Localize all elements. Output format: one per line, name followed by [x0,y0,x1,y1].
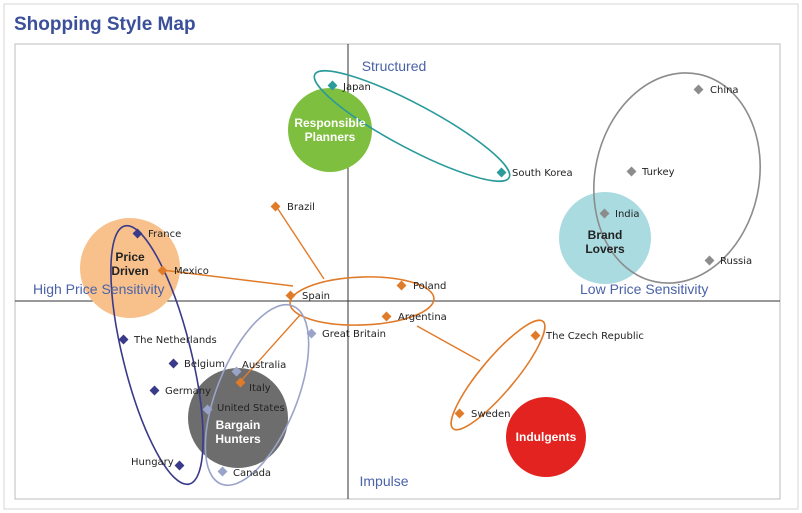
label-argentina: Argentina [398,312,447,323]
country-labels: Japan South Korea China Turkey India Rus… [131,82,752,479]
label-spain: Spain [302,291,330,302]
label-united-states: United States [217,403,285,414]
marker-great-britain [306,328,317,339]
price-driven-cluster-ellipse [110,224,204,486]
label-russia: Russia [720,256,752,267]
brand-lovers-circle [559,192,651,284]
label-mexico: Mexico [174,266,209,277]
responsible-label-line2: Planners [305,130,356,144]
label-germany: Germany [165,386,211,397]
marker-sweden [454,408,465,419]
bargain-cluster-ellipse [204,303,310,487]
label-south-korea: South Korea [512,168,573,179]
marker-germany [149,385,160,396]
label-brazil: Brazil [287,202,315,213]
impulse-cluster-ellipse [450,319,546,431]
marker-russia [704,255,715,266]
marker-hungary [174,460,185,471]
price-label-line2: Driven [111,264,148,278]
segment-labels: Responsible Planners Brand Lovers Price … [111,116,625,446]
label-czech-republic: The Czech Republic [545,331,644,342]
marker-india [599,208,610,219]
bargain-hunters-circle [188,368,288,468]
marker-brazil [270,201,281,212]
label-india: India [615,209,640,220]
label-australia: Australia [242,360,286,371]
marker-belgium [168,358,179,369]
label-hungary: Hungary [131,457,174,468]
label-japan: Japan [342,82,371,93]
marker-united-states [202,404,213,415]
marker-poland [396,280,407,291]
page-title: Shopping Style Map [14,14,196,35]
label-italy: Italy [249,383,271,394]
structured-cluster-ellipse [313,70,511,182]
brand-label-line1: Brand [588,228,623,242]
price-label-line1: Price [115,250,145,264]
marker-australia [231,366,242,377]
indulgents-circle [506,397,586,477]
label-china: China [710,85,739,96]
bargain-label-line2: Hunters [215,432,261,446]
outer-border [3,3,799,510]
axis-label-top: Structured [362,58,427,74]
low-sensitivity-cluster-ellipse [593,72,761,284]
marker-italy [235,377,246,388]
label-sweden: Sweden [471,409,511,420]
label-canada: Canada [233,468,271,479]
label-belgium: Belgium [184,359,225,370]
label-france: France [148,229,181,240]
bargain-label-line1: Bargain [216,418,261,432]
marker-canada [217,466,228,477]
map-border [14,43,781,500]
marker-argentina [381,311,392,322]
brand-label-line2: Lovers [585,242,625,256]
axis-label-bottom: Impulse [359,473,408,489]
marker-china [693,84,704,95]
label-turkey: Turkey [641,167,675,178]
indulgents-label: Indulgents [516,430,577,444]
axis-label-left: High Price Sensitivity [33,281,165,297]
label-netherlands: The Netherlands [133,335,217,346]
connector-lines [161,205,481,383]
marker-mexico [157,265,168,276]
marker-spain [285,290,296,301]
marker-czech-republic [530,330,541,341]
responsible-label-line1: Responsible [294,116,366,130]
label-poland: Poland [413,281,446,292]
price-driven-circle [80,218,180,318]
marker-turkey [626,166,637,177]
central-cluster-ellipse [289,276,435,326]
marker-france [132,228,143,239]
axis-label-right: Low Price Sensitivity [580,281,708,297]
responsible-planners-circle [288,88,372,172]
marker-south-korea [496,167,507,178]
label-great-britain: Great Britain [322,329,386,340]
